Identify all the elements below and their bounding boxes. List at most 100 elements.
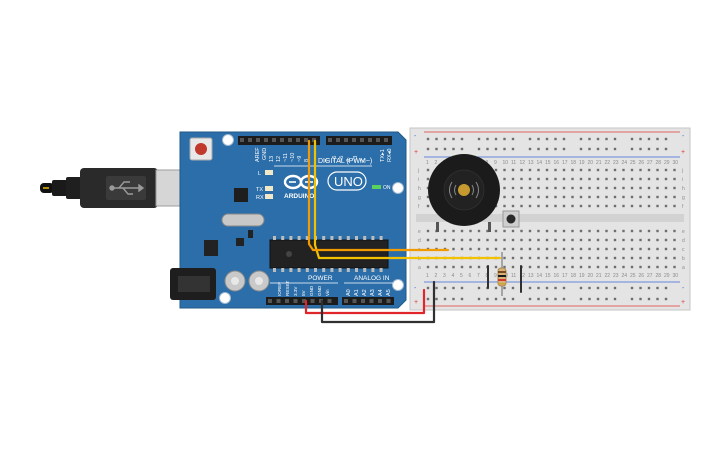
breadboard-hole[interactable]	[647, 286, 651, 290]
breadboard-hole[interactable]	[588, 147, 591, 151]
breadboard-hole[interactable]	[664, 177, 668, 181]
breadboard-hole[interactable]	[511, 265, 515, 269]
breadboard-hole[interactable]	[664, 186, 668, 190]
breadboard-hole[interactable]	[520, 247, 523, 251]
breadboard-hole[interactable]	[494, 229, 498, 233]
breadboard-hole[interactable]	[426, 137, 430, 141]
breadboard-hole[interactable]	[630, 195, 634, 199]
breadboard-hole[interactable]	[605, 297, 608, 301]
breadboard-hole[interactable]	[630, 186, 634, 190]
header-pin-hole[interactable]	[293, 299, 298, 303]
breadboard-hole[interactable]	[613, 265, 617, 269]
breadboard-hole[interactable]	[639, 247, 642, 251]
breadboard-hole[interactable]	[579, 229, 583, 233]
breadboard-hole[interactable]	[596, 204, 600, 208]
breadboard-hole[interactable]	[605, 147, 608, 151]
breadboard-hole[interactable]	[647, 265, 651, 269]
breadboard-hole[interactable]	[554, 204, 557, 208]
breadboard-hole[interactable]	[554, 229, 557, 233]
breadboard-hole[interactable]	[647, 256, 651, 260]
breadboard-hole[interactable]	[588, 186, 591, 190]
breadboard-hole[interactable]	[630, 137, 634, 141]
breadboard-hole[interactable]	[622, 256, 625, 260]
breadboard-hole[interactable]	[664, 256, 668, 260]
breadboard-hole[interactable]	[545, 195, 549, 199]
breadboard-hole[interactable]	[588, 297, 591, 301]
breadboard-hole[interactable]	[528, 256, 532, 260]
breadboard-hole[interactable]	[588, 265, 591, 269]
breadboard-hole[interactable]	[579, 168, 583, 172]
breadboard-hole[interactable]	[486, 297, 489, 301]
breadboard-hole[interactable]	[588, 177, 591, 181]
breadboard-hole[interactable]	[537, 204, 540, 208]
breadboard-hole[interactable]	[647, 177, 651, 181]
breadboard-hole[interactable]	[426, 229, 430, 233]
breadboard-hole[interactable]	[622, 195, 625, 199]
header-pin-hole[interactable]	[368, 138, 372, 142]
breadboard-hole[interactable]	[613, 186, 617, 190]
breadboard-hole[interactable]	[452, 238, 455, 242]
breadboard-hole[interactable]	[426, 297, 430, 301]
wires[interactable]	[304, 139, 522, 324]
breadboard-hole[interactable]	[537, 256, 540, 260]
header-pin-hole[interactable]	[360, 138, 364, 142]
breadboard-hole[interactable]	[562, 286, 566, 290]
breadboard-hole[interactable]	[596, 137, 600, 141]
breadboard-hole[interactable]	[579, 147, 583, 151]
breadboard-hole[interactable]	[562, 177, 566, 181]
breadboard-hole[interactable]	[579, 286, 583, 290]
digital-header-pins[interactable]	[240, 138, 388, 142]
breadboard-hole[interactable]	[596, 177, 600, 181]
breadboard-hole[interactable]	[673, 168, 676, 172]
breadboard-hole[interactable]	[477, 286, 481, 290]
breadboard-hole[interactable]	[494, 297, 498, 301]
breadboard-hole[interactable]	[554, 265, 557, 269]
breadboard-hole[interactable]	[426, 147, 430, 151]
breadboard-hole[interactable]	[511, 247, 515, 251]
breadboard-hole[interactable]	[511, 256, 515, 260]
breadboard-hole[interactable]	[494, 168, 498, 172]
breadboard-hole[interactable]	[639, 177, 642, 181]
breadboard-hole[interactable]	[528, 195, 532, 199]
breadboard-hole[interactable]	[605, 195, 608, 199]
breadboard-hole[interactable]	[656, 297, 659, 301]
breadboard-hole[interactable]	[579, 186, 583, 190]
breadboard-hole[interactable]	[605, 168, 608, 172]
breadboard-hole[interactable]	[511, 177, 515, 181]
breadboard-hole[interactable]	[562, 168, 566, 172]
breadboard-hole[interactable]	[477, 265, 481, 269]
breadboard-hole[interactable]	[647, 238, 651, 242]
breadboard-hole[interactable]	[656, 286, 659, 290]
header-pin-hole[interactable]	[378, 299, 382, 303]
breadboard-hole[interactable]	[639, 137, 642, 141]
breadboard-hole[interactable]	[673, 186, 676, 190]
wire-yellow[interactable]	[313, 139, 502, 260]
breadboard-hole[interactable]	[605, 177, 608, 181]
breadboard-hole[interactable]	[605, 247, 608, 251]
breadboard-hole[interactable]	[460, 137, 464, 141]
breadboard-hole[interactable]	[528, 147, 532, 151]
breadboard-hole[interactable]	[613, 297, 617, 301]
breadboard-hole[interactable]	[554, 238, 557, 242]
breadboard-hole[interactable]	[554, 195, 557, 199]
breadboard-hole[interactable]	[562, 137, 566, 141]
breadboard-hole[interactable]	[579, 256, 583, 260]
breadboard-hole[interactable]	[571, 186, 574, 190]
breadboard-hole[interactable]	[622, 247, 625, 251]
breadboard-hole[interactable]	[596, 229, 600, 233]
reset-button-cap[interactable]	[195, 143, 207, 155]
breadboard-hole[interactable]	[639, 195, 642, 199]
header-pin-hole[interactable]	[352, 138, 356, 142]
breadboard-hole[interactable]	[520, 229, 523, 233]
breadboard-hole[interactable]	[664, 238, 668, 242]
breadboard-hole[interactable]	[537, 229, 540, 233]
breadboard-hole[interactable]	[673, 265, 676, 269]
breadboard-hole[interactable]	[647, 204, 651, 208]
breadboard-hole[interactable]	[605, 238, 608, 242]
breadboard-hole[interactable]	[579, 297, 583, 301]
breadboard-hole[interactable]	[639, 229, 642, 233]
pushbutton[interactable]	[502, 210, 520, 228]
breadboard-hole[interactable]	[664, 204, 668, 208]
breadboard-hole[interactable]	[426, 195, 430, 199]
